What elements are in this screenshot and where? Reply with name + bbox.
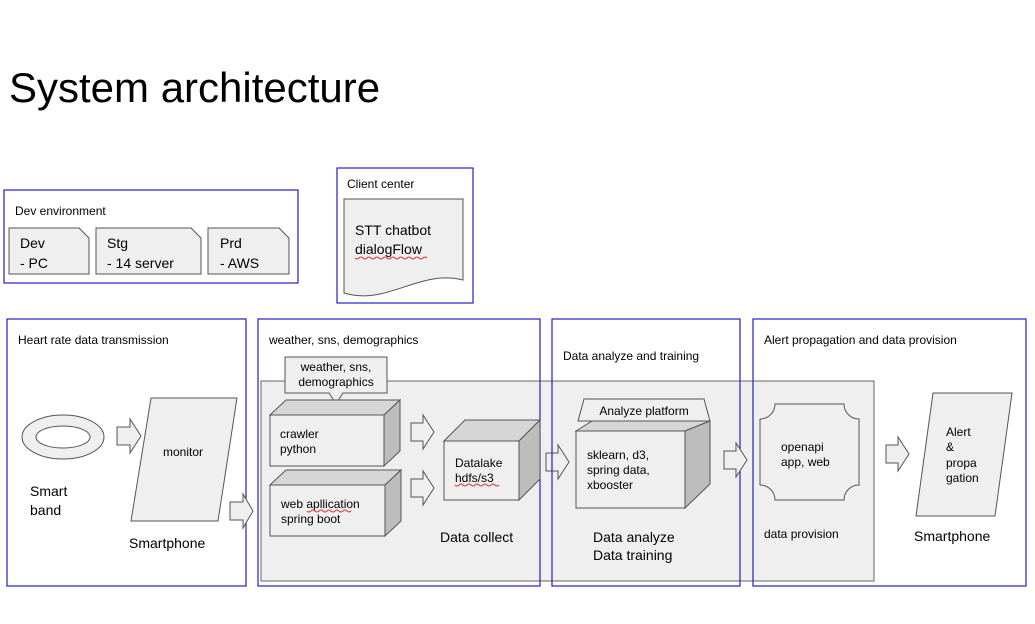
prd-card-name: Prd (220, 235, 242, 251)
data-analyze-label: Data analyze and training (563, 349, 699, 363)
prd-card-detail: - AWS (220, 255, 259, 271)
client-center-frame (336, 167, 474, 304)
crawler-cube-top (268, 399, 402, 416)
document-shape (343, 198, 464, 297)
data-analyze-caption-1: Data analyze (593, 529, 675, 545)
data-analyze-caption-2: Data training (593, 547, 672, 563)
alert-text-3: propa (946, 456, 977, 470)
alert-text-4: gation (946, 471, 979, 485)
alert-smartphone-label: Smartphone (914, 528, 990, 544)
alert-text-1: Alert (946, 425, 971, 439)
arrow-right-icon (410, 469, 435, 507)
datalake-cube-front (443, 440, 520, 501)
arrow-right-icon (410, 413, 435, 451)
heart-rate-frame (6, 318, 247, 587)
dev-environment-frame (3, 189, 299, 284)
chatbot-line-1: STT chatbot (355, 222, 431, 238)
chatbot-line-2: dialogFlow (355, 241, 423, 257)
callout-line-2: demographics (298, 375, 373, 389)
smart-band-label-2: band (30, 502, 61, 518)
stg-card-detail: - 14 server (107, 255, 174, 271)
prd-card (207, 227, 290, 275)
crawler-label-2: python (280, 442, 316, 456)
stg-card (95, 227, 202, 275)
client-center-group: Client center STT chatbot dialogFlow (336, 167, 474, 304)
openapi-label-2: app, web (781, 455, 830, 469)
dev-environment-label: Dev environment (15, 204, 106, 218)
alert-frame (752, 318, 1027, 587)
smart-band-ring-hole (35, 425, 91, 449)
data-provision-label: data provision (764, 527, 839, 541)
alert-smartphone-parallelogram (915, 392, 1013, 517)
page-title: System architecture (9, 64, 381, 111)
dev-card (8, 227, 90, 275)
data-collect-label: weather, sns, demographics (268, 333, 418, 347)
openapi-label-1: openapi (781, 440, 824, 454)
data-collect-caption: Data collect (440, 529, 513, 545)
crawler-label-1: crawler (280, 427, 319, 441)
analyze-cube-front (575, 430, 686, 509)
webapp-label-2: spring boot (281, 512, 341, 526)
smartphone-label: Smartphone (129, 535, 205, 551)
crawler-cube-front (269, 414, 385, 467)
monitor-label: monitor (163, 445, 203, 459)
analyze-lib-2: spring data, (587, 463, 650, 477)
arrow-right-icon (229, 492, 254, 530)
data-analyze-group: Data analyze and training Analyze platfo… (551, 318, 748, 587)
stg-card-name: Stg (107, 235, 128, 251)
spellcheck-underline (354, 256, 428, 260)
spellcheck-underline (454, 483, 500, 487)
smartphone-parallelogram (130, 397, 238, 522)
dev-card-name: Dev (20, 235, 45, 251)
analyze-lib-3: xbooster (587, 478, 633, 492)
datalake-label-1: Datalake (455, 456, 503, 470)
spellcheck-underline (306, 509, 352, 513)
arrow-right-icon (116, 417, 142, 455)
alert-text-2: & (946, 440, 954, 454)
callout-line-1: weather, sns, (300, 360, 372, 374)
heart-rate-label: Heart rate data transmission (18, 333, 169, 347)
alert-label: Alert propagation and data provision (764, 333, 957, 347)
smart-band-label-1: Smart (30, 483, 67, 499)
datalake-label-2: hdfs/s3 (455, 471, 494, 485)
arrow-right-icon (885, 435, 910, 473)
callout-box (284, 356, 388, 405)
dev-card-detail: - PC (20, 255, 48, 271)
client-center-label: Client center (347, 177, 414, 191)
openapi-plaque (759, 403, 860, 501)
alert-group: Alert propagation and data provision ope… (752, 318, 1027, 587)
analyze-platform-label: Analyze platform (599, 404, 688, 418)
webapp-cube-top (268, 469, 403, 486)
dev-environment-group: Dev environment Dev - PC Stg - 14 server… (3, 189, 299, 284)
arrow-right-icon (723, 441, 748, 479)
webapp-label-1: web apllication (280, 497, 360, 511)
heart-rate-group: Heart rate data transmission Smart band … (6, 318, 254, 587)
analyze-lib-1: sklearn, d3, (587, 448, 649, 462)
